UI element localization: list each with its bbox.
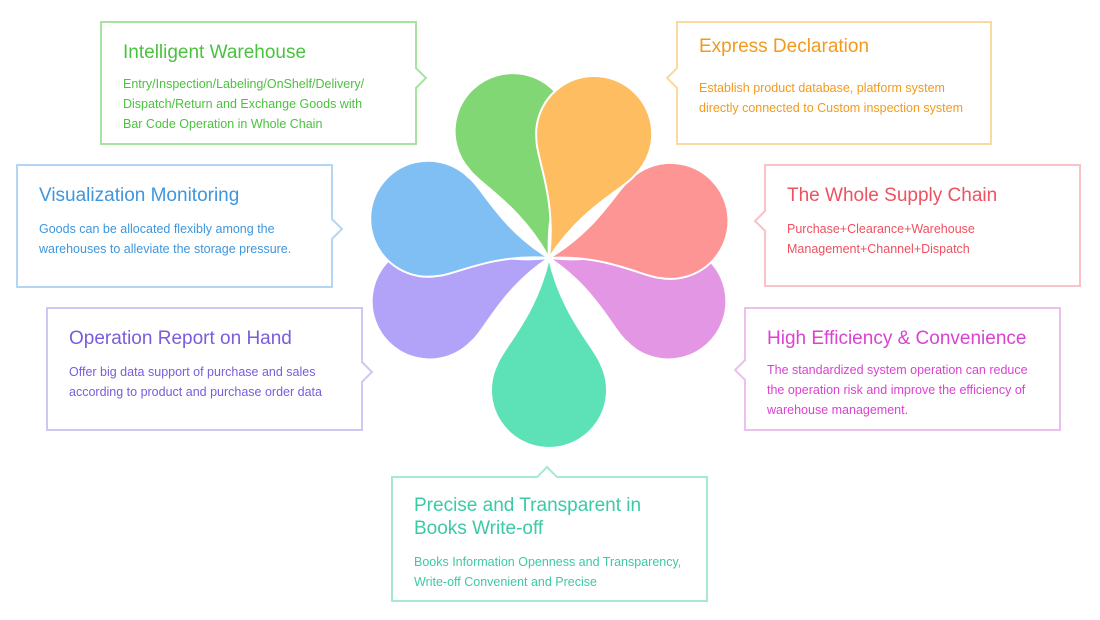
card-text-line: the operation risk and improve the effic… bbox=[767, 383, 1026, 397]
card-text-line: Bar Code Operation in Whole Chain bbox=[123, 117, 323, 131]
card-text-line: Write-off Convenient and Precise bbox=[414, 575, 597, 589]
card-text-line: Management+Channel+Dispatch bbox=[787, 242, 970, 256]
card-text-line: Purchase+Clearance+Warehouse bbox=[787, 222, 975, 236]
card-text-line: according to product and purchase order … bbox=[69, 385, 322, 399]
card-high-efficiency: High Efficiency & Convenience The standa… bbox=[733, 307, 1061, 431]
card-title: Visualization Monitoring bbox=[39, 185, 240, 206]
card-text-line: Goods can be allocated flexibly among th… bbox=[39, 222, 275, 236]
card-visualization-monitoring: Visualization Monitoring Goods can be al… bbox=[16, 164, 344, 288]
card-title: Express Declaration bbox=[699, 36, 870, 57]
petal-blue bbox=[369, 159, 550, 278]
card-title: High Efficiency & Convenience bbox=[767, 328, 1027, 349]
card-text-line: warehouse management. bbox=[767, 403, 909, 417]
card-title: Operation Report on Hand bbox=[69, 328, 292, 349]
card-title: Intelligent Warehouse bbox=[123, 42, 307, 63]
card-operation-report: Operation Report on Hand Offer big data … bbox=[46, 307, 374, 431]
card-express-declaration: Express Declaration Establish product da… bbox=[665, 21, 992, 145]
petal-orange bbox=[535, 74, 654, 259]
card-title-line: Books Write-off bbox=[414, 518, 544, 539]
card-books-writeoff: Precise and Transparent in Books Write-o… bbox=[391, 465, 708, 602]
card-text-line: Books Information Openness and Transpare… bbox=[414, 555, 682, 569]
card-title-line: Precise and Transparent in bbox=[414, 495, 642, 516]
card-text-line: The standardized system operation can re… bbox=[767, 363, 1028, 377]
card-intelligent-warehouse: Intelligent Warehouse Entry/Inspection/L… bbox=[100, 21, 428, 145]
card-text-line: Offer big data support of purchase and s… bbox=[69, 365, 316, 379]
card-text-line: directly connected to Custom inspection … bbox=[699, 101, 964, 115]
card-title: The Whole Supply Chain bbox=[787, 185, 998, 206]
card-text-line: Dispatch/Return and Exchange Goods with bbox=[123, 97, 363, 111]
card-whole-supply-chain: The Whole Supply Chain Purchase+Clearanc… bbox=[753, 164, 1081, 287]
petal-teal bbox=[490, 257, 608, 449]
card-text-line: Entry/Inspection/Labeling/OnShelf/Delive… bbox=[123, 77, 365, 91]
card-text-line: warehouses to alleviate the storage pres… bbox=[39, 242, 292, 256]
card-title: Precise and Transparent in Books Write-o… bbox=[414, 494, 692, 540]
card-text-line: Establish product database, platform sys… bbox=[699, 81, 945, 95]
